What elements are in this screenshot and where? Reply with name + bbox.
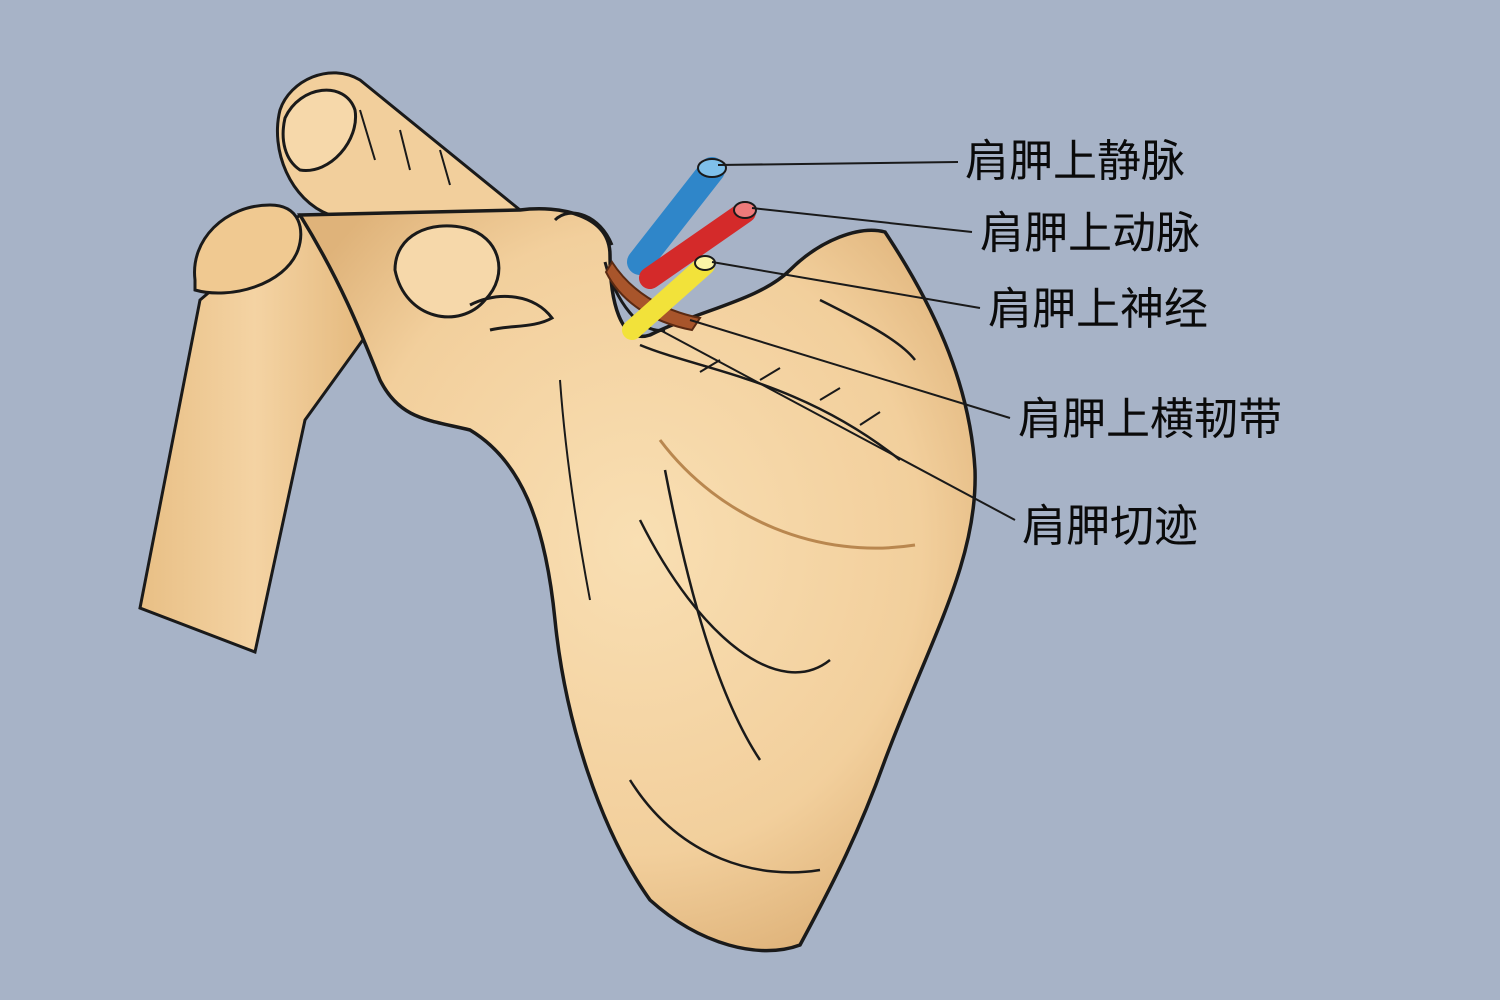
label-suprascapular-vein: 肩胛上静脉 [965,136,1185,187]
coracoid-process [393,224,501,319]
superior-transverse-scapular-ligament [604,260,702,332]
label-suprascapular-artery: 肩胛上动脉 [980,208,1200,259]
leader-nerve [711,261,981,309]
leader-artery [751,207,973,233]
label-superior-transverse-scapular-ligament: 肩胛上横韧带 [1018,394,1282,445]
label-suprascapular-nerve: 肩胛上神经 [988,284,1208,335]
leader-ligament [689,319,1011,419]
leader-notch [659,329,1016,521]
scapula [296,207,977,953]
leader-lines [659,161,1016,521]
suprascapular-vein [627,157,725,275]
suprascapular-artery [639,201,756,289]
humerus [138,203,372,655]
vessel-bundle [622,157,757,340]
label-suprascapular-notch: 肩胛切迹 [1022,501,1198,552]
clavicle [275,71,523,252]
leader-vein [717,161,959,166]
suprascapular-nerve [622,255,715,340]
humeral-head [193,203,303,295]
